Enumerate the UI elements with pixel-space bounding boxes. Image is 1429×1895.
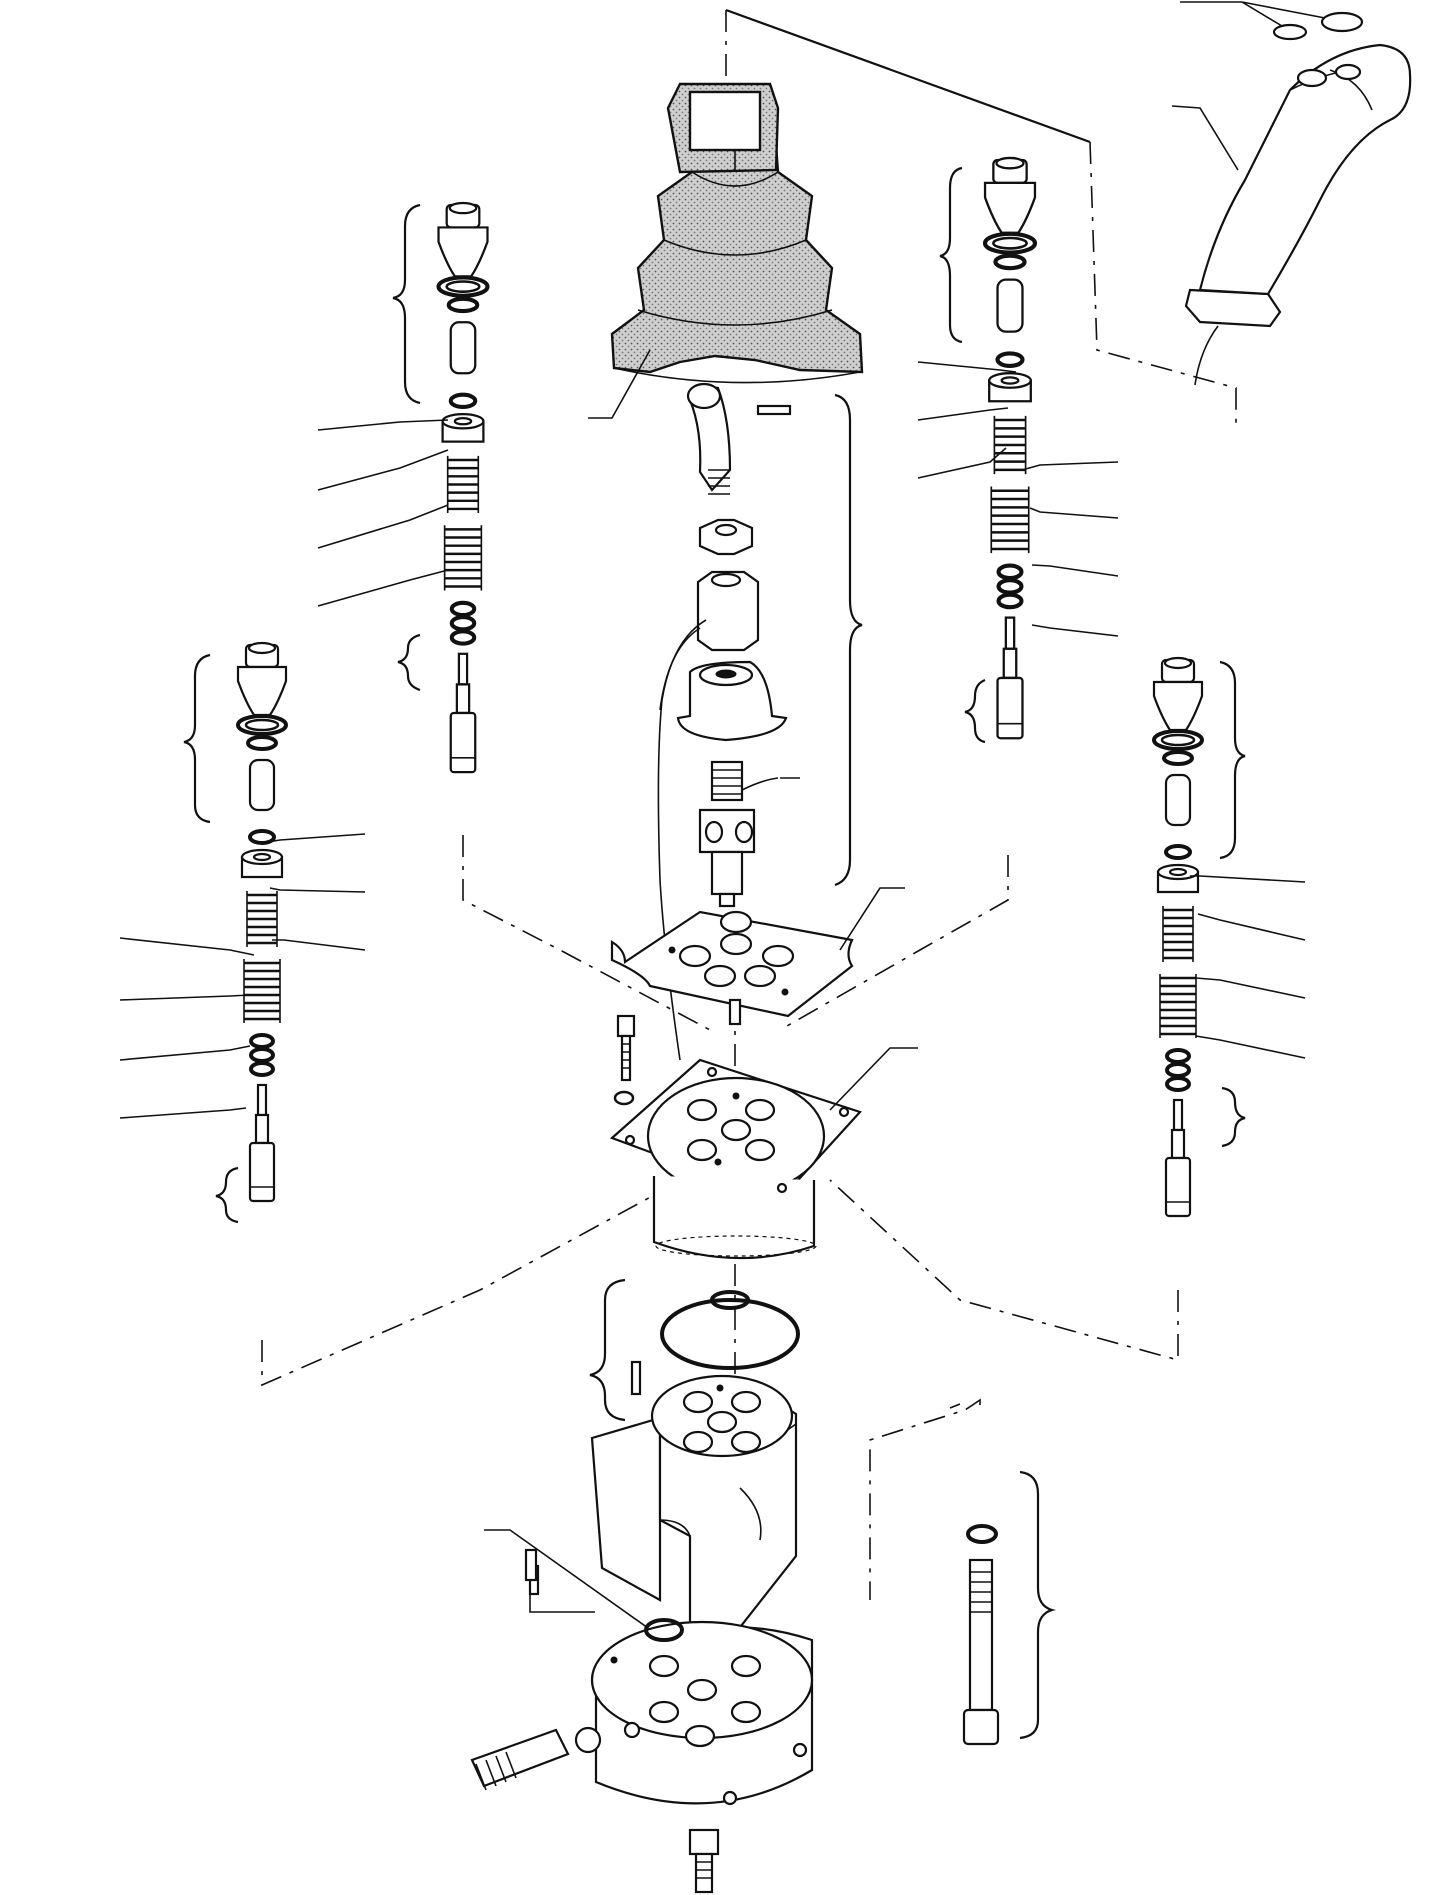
rubber-boot [610,82,864,384]
valve-housing-top [609,1058,862,1260]
valve-stack-front-left [236,641,288,1203]
callout-leaders [119,105,1306,1629]
valve-base [528,1564,814,1806]
construction-lines [261,8,1237,1613]
valve-stack-back-right [985,158,1035,738]
base-fittings [470,1726,720,1894]
housing-seals [589,1278,800,1422]
stack-brackets [183,166,1246,1224]
long-bolt [962,1470,1056,1746]
valve-stack-back-left [439,203,488,772]
gimbal-assembly [657,382,863,1061]
dowel-pin [524,1548,538,1582]
joystick-grip [1180,1,1412,386]
small-bolt [613,1014,636,1106]
valve-body [590,1374,798,1642]
valve-stack-front-right [1152,656,1204,1218]
cam-plate [610,910,854,1026]
